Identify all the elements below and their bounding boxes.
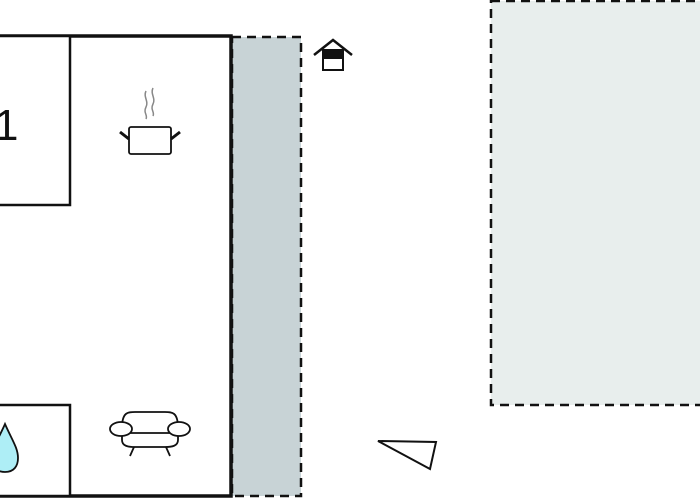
compass-north-icon xyxy=(377,440,438,471)
room-label: 1 xyxy=(0,101,18,150)
room-1 xyxy=(0,34,72,207)
kitchen-pot-icon xyxy=(119,87,181,155)
house-entrance-icon xyxy=(313,38,353,71)
outdoor-area xyxy=(489,0,700,407)
water-drop-icon xyxy=(0,421,19,473)
armchair-icon xyxy=(109,411,191,457)
terrace xyxy=(230,35,303,498)
